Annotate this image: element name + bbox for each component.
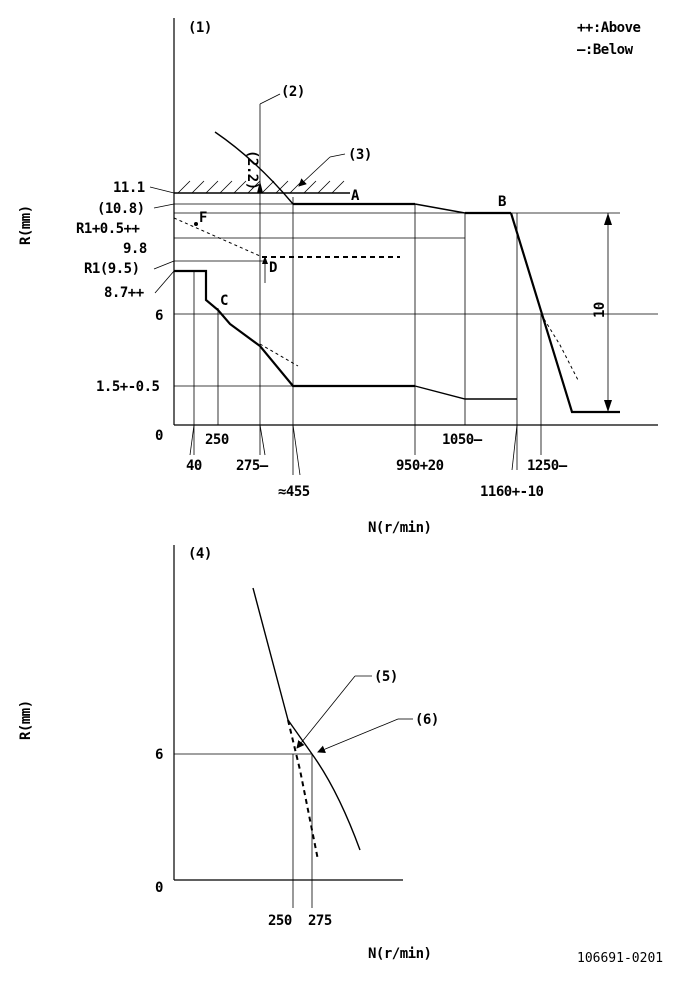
full-load-slope bbox=[414, 203, 466, 214]
chart2-xlabel: N(r/min) bbox=[368, 946, 431, 962]
xlabel-1050: 1050— bbox=[442, 432, 483, 448]
point-b: B bbox=[498, 194, 506, 210]
xlabel-1160: 1160+-10 bbox=[480, 484, 544, 500]
xtick-40 bbox=[189, 424, 195, 456]
droop-dashed bbox=[540, 313, 579, 381]
r1-dashed-line bbox=[173, 217, 261, 257]
lower-tail bbox=[414, 385, 517, 400]
chart-2: (4) R(mm) N(r/min) 6 0 250 275 (5) (6) bbox=[18, 545, 439, 962]
callout-2-leader bbox=[259, 93, 281, 105]
ylabel-r1-05: R1+0.5++ bbox=[76, 221, 140, 237]
chart2-ylabel: R(mm) bbox=[18, 700, 34, 740]
drawing-code: 106691-0201 bbox=[577, 951, 663, 966]
dim-10-label: 10 bbox=[592, 302, 608, 318]
lower-curve bbox=[174, 269, 415, 388]
lower-dashed bbox=[259, 343, 299, 367]
chart1-xlabel: N(r/min) bbox=[368, 520, 431, 536]
xlabel-1250: 1250— bbox=[527, 458, 568, 474]
top-curve bbox=[214, 131, 294, 205]
dim-22-label: (2.2) bbox=[244, 150, 260, 190]
xtick-455 bbox=[292, 424, 301, 476]
chart2-xlabel-275: 275 bbox=[308, 913, 332, 929]
legend-above: ++:Above bbox=[577, 20, 641, 36]
xlabel-40: 40 bbox=[186, 458, 202, 474]
ylabel-9-8: 9.8 bbox=[123, 241, 147, 257]
point-f-marker bbox=[194, 222, 198, 226]
chart2-ref: (4) bbox=[188, 546, 212, 562]
callout-5: (5) bbox=[374, 669, 398, 685]
ylabel-11-1: 11.1 bbox=[113, 180, 145, 196]
d-arrow-head bbox=[262, 256, 268, 264]
callout-6: (6) bbox=[415, 712, 439, 728]
legend-below: —:Below bbox=[577, 42, 634, 58]
xtick-275 bbox=[259, 424, 266, 456]
xlabel-950: 950+20 bbox=[396, 458, 444, 474]
ylabel-6: 6 bbox=[155, 308, 163, 324]
callout-3: (3) bbox=[348, 147, 372, 163]
chart1-ref: (1) bbox=[188, 20, 212, 36]
callout-6-leader-b bbox=[317, 718, 399, 754]
xlabel-275: 275— bbox=[236, 458, 269, 474]
point-f: F bbox=[199, 210, 207, 226]
ytick-10-8 bbox=[153, 203, 175, 209]
callout-2: (2) bbox=[281, 84, 305, 100]
chart2-dashed-curve bbox=[287, 719, 319, 861]
xlabel-455: ≈455 bbox=[278, 484, 310, 500]
xlabel-250: 250 bbox=[205, 432, 229, 448]
point-a: A bbox=[351, 188, 360, 204]
xtick-1160 bbox=[511, 424, 518, 471]
chart-1: (1) R(mm) N(r/min) 11.1 (10.8) R1+0.5++ … bbox=[18, 18, 658, 536]
chart2-ylabel-0: 0 bbox=[155, 880, 163, 896]
ytick-8-7 bbox=[154, 270, 175, 294]
ytick-11-1 bbox=[149, 186, 175, 194]
chart1-ylabel: R(mm) bbox=[18, 205, 34, 245]
chart2-xlabel-250: 250 bbox=[268, 913, 292, 929]
droop-line bbox=[509, 212, 620, 414]
dim-22-arrow bbox=[257, 181, 263, 193]
ytick-9-5 bbox=[153, 260, 175, 270]
point-d: D bbox=[269, 260, 277, 276]
point-c: C bbox=[220, 293, 228, 309]
callout-3-leader-b bbox=[298, 156, 331, 187]
chart2-ylabel-6: 6 bbox=[155, 747, 163, 763]
callout-3-leader-a bbox=[329, 153, 346, 158]
ylabel-r1-95: R1(9.5) bbox=[84, 261, 140, 277]
ylabel-10-8: (10.8) bbox=[97, 201, 145, 217]
callout-5-leader-b bbox=[296, 675, 356, 749]
chart2-solid-curve bbox=[252, 587, 361, 851]
ylabel-1-5: 1.5+-0.5 bbox=[96, 379, 160, 395]
ylabel-0: 0 bbox=[155, 428, 163, 444]
ylabel-8-7: 8.7++ bbox=[104, 285, 144, 301]
stopper-hatch bbox=[177, 180, 345, 194]
